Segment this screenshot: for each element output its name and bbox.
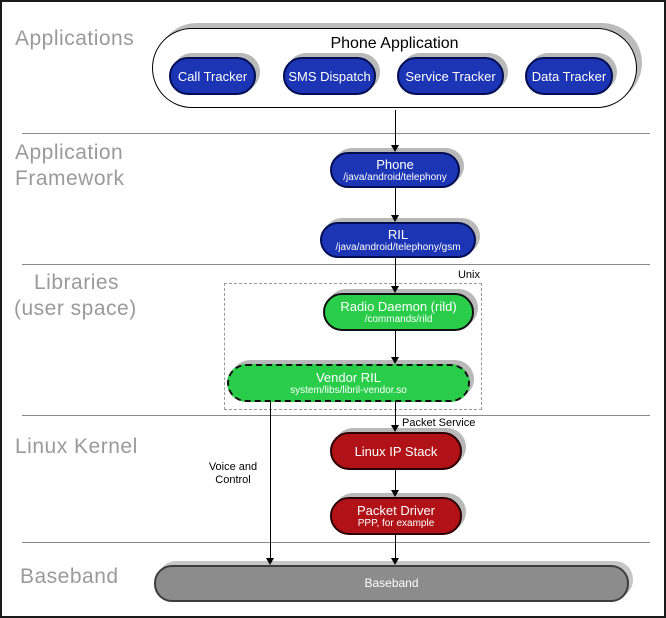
sms-dispatch-label: SMS Dispatch: [288, 68, 371, 84]
baseband-bar-label: Baseband: [364, 576, 419, 590]
divider-applications-framework: [22, 133, 650, 134]
node-ril: RIL /java/android/telephony/gsm: [320, 222, 476, 258]
layer-label-linux-kernel: Linux Kernel: [15, 434, 138, 460]
divider-libraries-kernel: [22, 415, 650, 416]
node-data-tracker: Data Tracker: [525, 57, 613, 95]
packet-service-text: Packet Service: [402, 417, 476, 429]
layer-label-baseband-text: Baseband: [20, 565, 119, 588]
packet-service-annotation: Packet Service: [402, 417, 475, 430]
ril-sublabel: /java/android/telephony/gsm: [335, 241, 461, 253]
arrowhead-baseband-voice: [266, 558, 274, 565]
radio-daemon-sublabel: /commands/rild: [364, 313, 433, 325]
arrowhead-ril: [391, 215, 399, 222]
voice-control-line1: Voice and: [208, 461, 258, 473]
arrow-vendor-ril-to-baseband-voice: [270, 402, 271, 559]
layer-label-applications-text: Applications: [15, 27, 135, 50]
layer-label-framework-line2: Framework: [15, 167, 125, 190]
arrowhead-baseband-packet: [391, 558, 399, 565]
node-sms-dispatch: SMS Dispatch: [283, 57, 376, 95]
vendor-ril-sublabel: system/libs/libril-vendor.so: [290, 384, 407, 396]
layer-label-libraries-line2: (user space): [14, 297, 137, 320]
data-tracker-label: Data Tracker: [531, 68, 607, 84]
phone-application-title: Phone Application: [330, 35, 459, 52]
unix-annotation-text: Unix: [457, 269, 480, 281]
voice-control-annotation: Voice and Control: [202, 461, 264, 487]
voice-control-line2: Control: [215, 474, 251, 486]
unix-annotation: Unix: [432, 269, 480, 282]
phone-label: Phone: [376, 156, 414, 172]
arrowhead-packet-driver: [391, 490, 399, 497]
layer-label-libraries-line1: Libraries: [34, 271, 120, 294]
divider-kernel-baseband: [22, 542, 650, 543]
packet-driver-sublabel: PPP, for example: [357, 517, 435, 529]
packet-driver-label: Packet Driver: [356, 502, 436, 518]
layer-label-kernel-text: Linux Kernel: [15, 435, 138, 458]
arrow-ril-to-radio-daemon: [395, 258, 396, 287]
call-tracker-label: Call Tracker: [177, 68, 248, 84]
arrow-packet-driver-to-baseband: [395, 535, 396, 559]
arrowhead-vendor-ril: [391, 357, 399, 364]
layer-label-framework-line1: Application: [15, 141, 124, 164]
node-baseband: Baseband: [154, 565, 629, 602]
layer-label-applications: Applications: [15, 26, 134, 52]
node-service-tracker: Service Tracker: [397, 57, 504, 95]
arrow-phone-to-ril: [395, 188, 396, 216]
node-call-tracker: Call Tracker: [169, 57, 256, 95]
node-packet-driver: Packet Driver PPP, for example: [330, 497, 462, 535]
linux-ip-stack-label: Linux IP Stack: [354, 443, 438, 459]
divider-framework-libraries: [22, 264, 650, 265]
node-linux-ip-stack: Linux IP Stack: [330, 432, 462, 470]
radio-daemon-label: Radio Daemon (rild): [340, 298, 457, 314]
layer-label-application-framework: Application Framework: [15, 140, 125, 192]
layer-label-baseband: Baseband: [20, 564, 119, 590]
arrowhead-phone: [391, 145, 399, 152]
arrowhead-ip-stack: [391, 425, 399, 432]
node-vendor-ril: Vendor RIL system/libs/libril-vendor.so: [227, 364, 470, 402]
unix-boundary-box: [224, 283, 482, 410]
arrow-ip-stack-to-packet-driver: [395, 470, 396, 491]
vendor-ril-label: Vendor RIL: [315, 369, 382, 385]
ril-label: RIL: [387, 226, 409, 242]
layer-label-libraries: Libraries (user space): [14, 270, 137, 322]
node-radio-daemon: Radio Daemon (rild) /commands/rild: [323, 293, 474, 331]
phone-sublabel: /java/android/telephony: [343, 171, 447, 183]
arrow-phoneapp-to-phone: [395, 110, 396, 146]
arrow-radio-daemon-to-vendor-ril: [395, 331, 396, 358]
service-tracker-label: Service Tracker: [405, 68, 496, 84]
arrow-vendor-ril-to-ip-stack: [395, 402, 396, 426]
arrowhead-radio-daemon: [391, 286, 399, 293]
node-phone: Phone /java/android/telephony: [330, 152, 460, 188]
